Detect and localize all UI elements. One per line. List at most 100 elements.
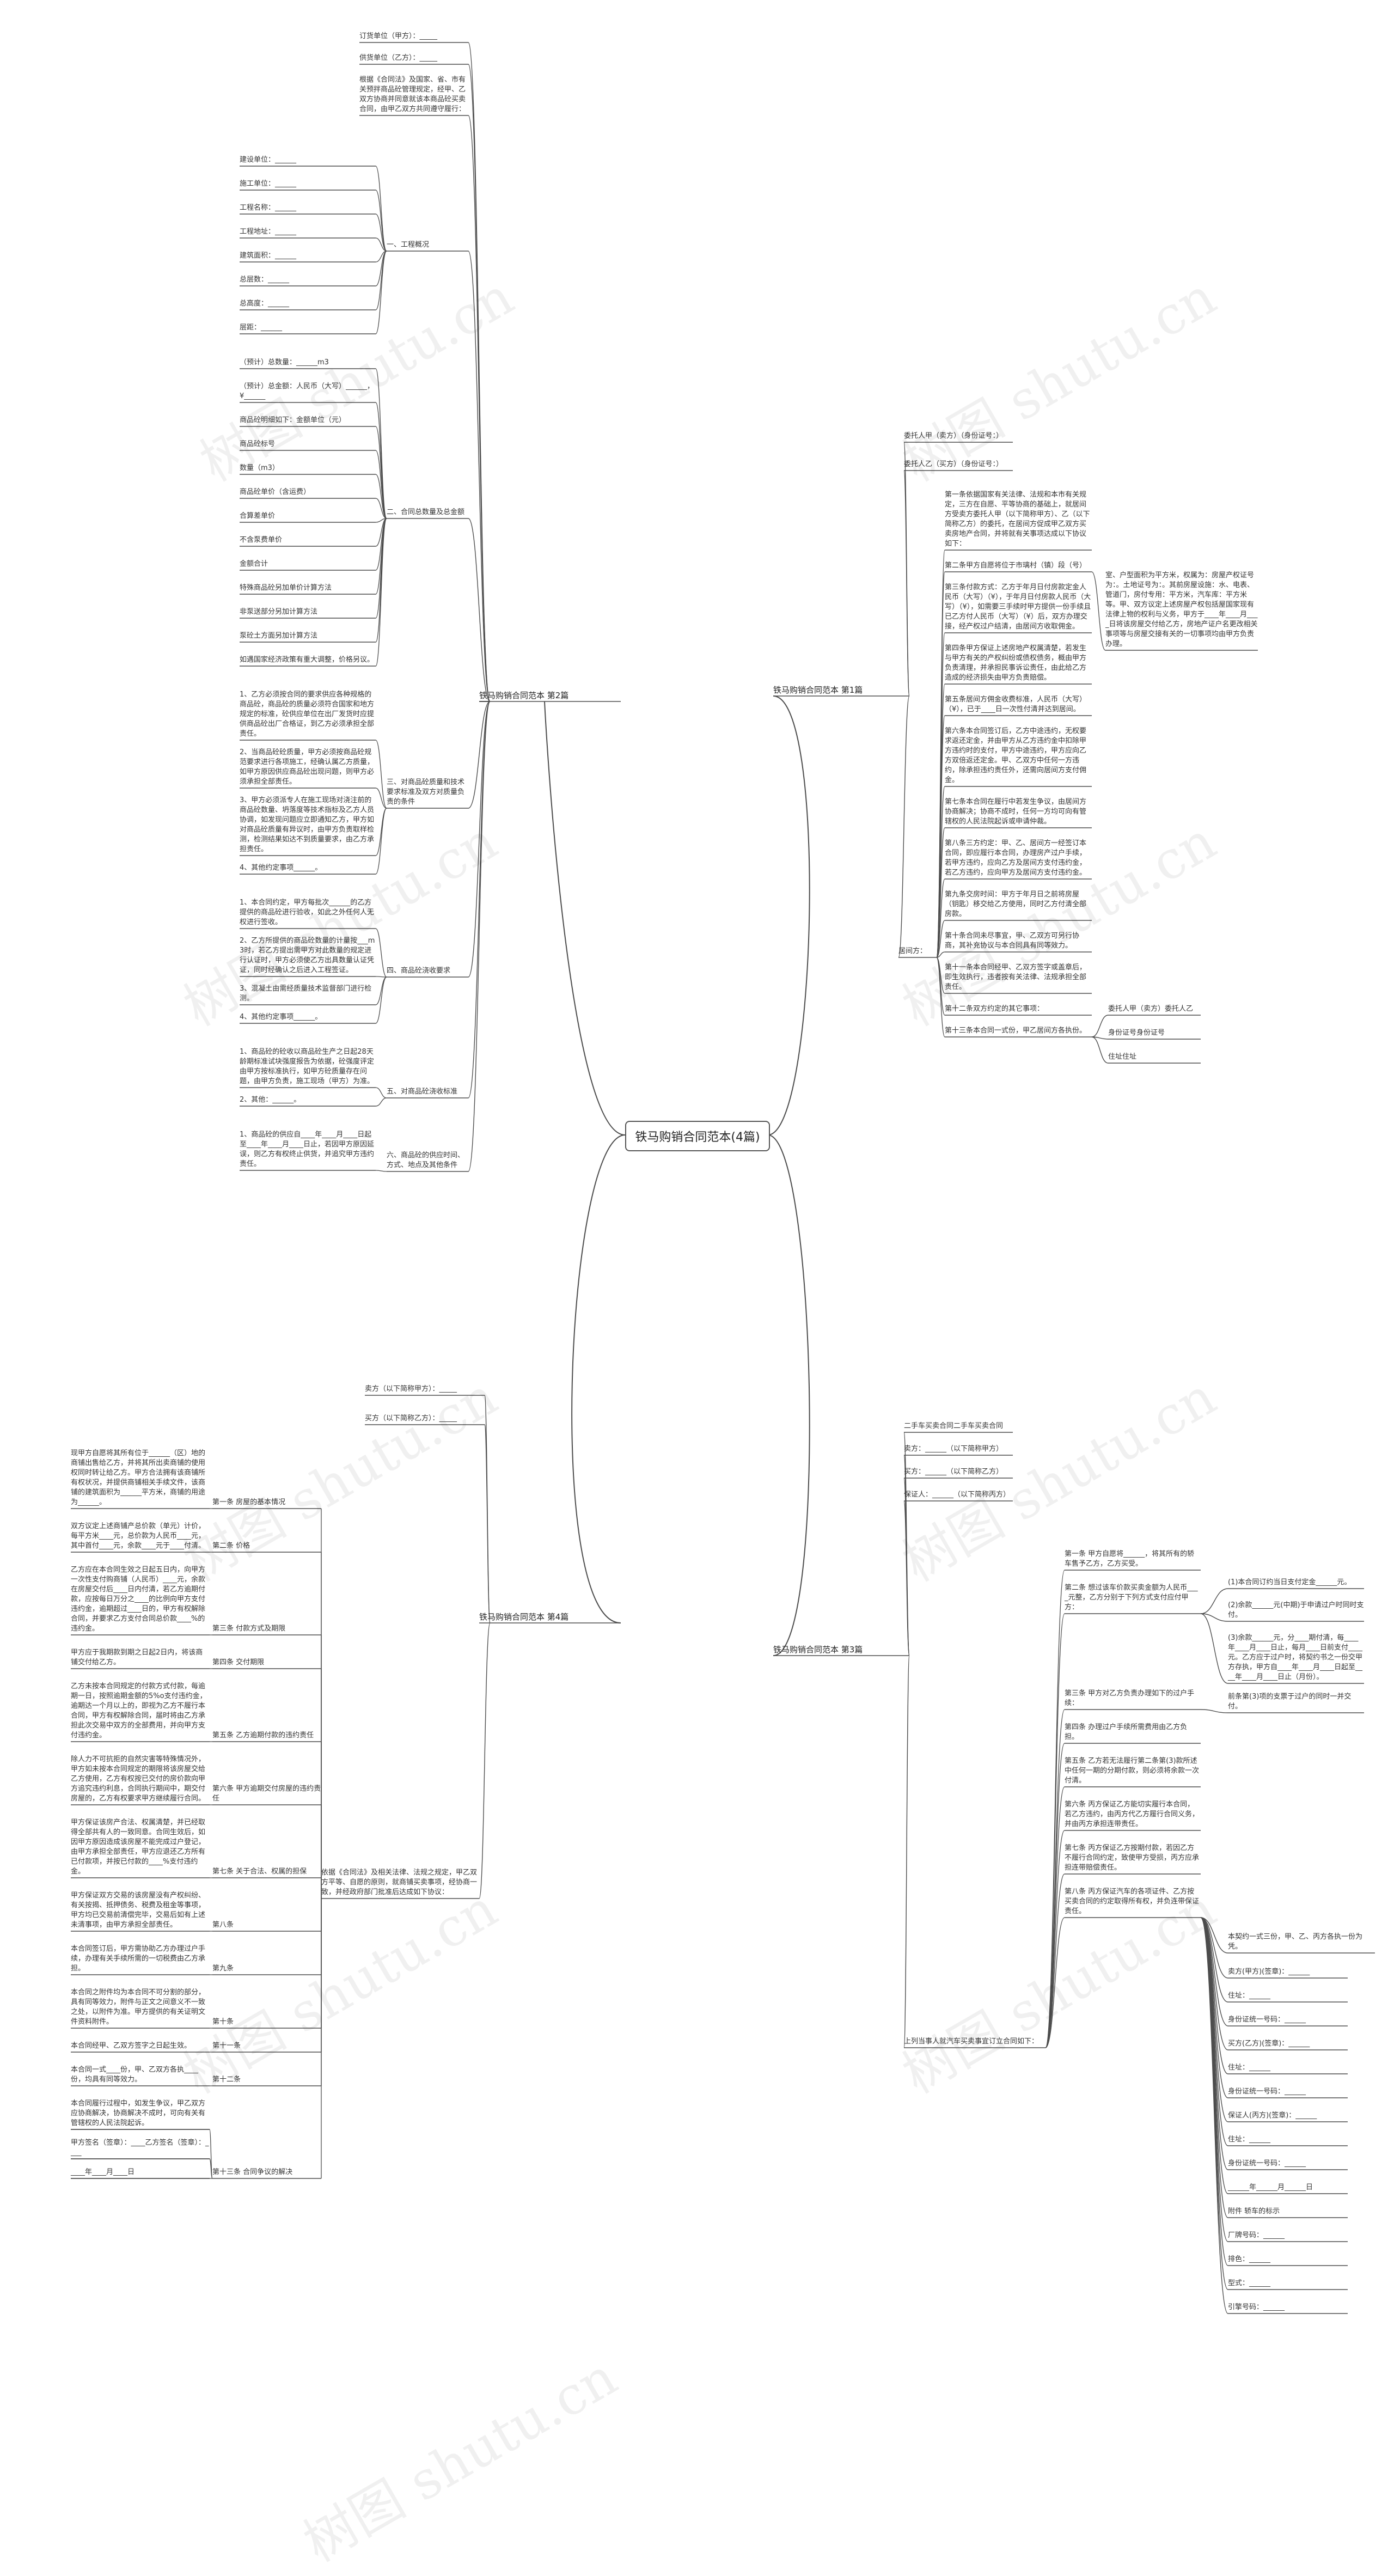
branch-node-3[interactable]: 铁马购销合同范本 第3篇 bbox=[773, 1645, 863, 1655]
signature-item[interactable]: 排色：______ bbox=[1228, 2255, 1271, 2263]
article-text[interactable]: 现甲方自愿将其所有位于______（区）地的商铺出售给乙方，并将其所出卖商铺的使… bbox=[71, 1449, 206, 1506]
signature-item[interactable]: 卖方(甲方)(签章)：______ bbox=[1228, 1968, 1310, 1976]
section-acceptance[interactable]: 四、商品砼浇收要求 bbox=[387, 967, 451, 975]
article-item[interactable]: 第三条 甲方对乙方负责办理如下的过户手续： bbox=[1065, 1689, 1195, 1707]
clause-item[interactable]: 第九条交房时间：甲方于年月日之前将房屋（钥匙）移交给乙方使用，同时乙方付清全部房… bbox=[945, 890, 1087, 918]
section-item[interactable]: 合算差单价 bbox=[240, 512, 276, 520]
section-item[interactable]: 总高度：______ bbox=[240, 300, 290, 308]
clause-item[interactable]: 第十一条本合同经甲、乙双方签字或盖章后，即生效执行，违者按有关法律、法规承担全部… bbox=[945, 963, 1087, 991]
clause-detail[interactable]: 室、户型面积为平方米，权属为：房屋产权证号为：。土地证号为：。其前房屋设施：水、… bbox=[1105, 571, 1258, 648]
signature-item[interactable]: 住址住址 bbox=[1108, 1053, 1137, 1061]
article-text[interactable]: 乙方应在本合同生效之日起五日内，向甲方一次性支付购商铺（人民币）____元，余款… bbox=[71, 1566, 206, 1633]
clause-item[interactable]: 第十三条本合同一式份，甲乙居间方各执份。 bbox=[945, 1027, 1087, 1035]
article-item[interactable]: 第一条 甲方自愿将______，将其所有的轿车售予乙方，乙方买受。 bbox=[1065, 1550, 1195, 1568]
section-item[interactable]: 2、乙方所提供的商品砼数量的计量按___m3时，若乙方提出需甲方对此数量的规定进… bbox=[240, 937, 375, 974]
branch-node-1[interactable]: 铁马购销合同范本 第1篇 bbox=[773, 685, 863, 695]
section-item[interactable]: 工程地址：______ bbox=[240, 228, 297, 236]
section-item[interactable]: 2、其他：______。 bbox=[240, 1096, 301, 1104]
article-label[interactable]: 第一条 房屋的基本情况 bbox=[212, 1498, 286, 1506]
article-item[interactable]: 本合同履行过程中，如发生争议，甲乙双方应协商解决，协商解决不成时，可向有关有管辖… bbox=[71, 2099, 206, 2127]
article-item[interactable]: 第八条 丙方保证汽车的各项证件、乙方按买卖合同的约定取得所有权，并负连带保证责任… bbox=[1065, 1888, 1200, 1915]
signature-intro[interactable]: 本契约一式三份，甲、乙、丙方各执一份为凭。 bbox=[1228, 1933, 1363, 1951]
section-quantity[interactable]: 二、合同总数量及总金额 bbox=[387, 508, 465, 516]
section-item[interactable]: 1、本合同约定，甲方每批次______的乙方提供的商品砼进行验收，如此之外任何人… bbox=[240, 899, 375, 926]
article-text[interactable]: 双方议定上述商铺产总价款（单元）计价，每平方米____元，总价款为人民币____… bbox=[71, 1522, 206, 1550]
section-item[interactable]: 总层数：______ bbox=[240, 276, 290, 284]
signature-item[interactable]: 身份证统一号码：______ bbox=[1228, 2016, 1306, 2024]
signature-item[interactable]: 身份证号身份证号 bbox=[1108, 1029, 1165, 1037]
section-item[interactable]: 3、甲方必须派专人在施工现场对浇注前的商品砼数量、坍落度等技术指标及乙方人员协调… bbox=[240, 796, 375, 853]
section-item[interactable]: 商品砼标号 bbox=[240, 440, 276, 448]
article-label[interactable]: 第十条 bbox=[212, 2018, 234, 2026]
article-item[interactable]: 甲方签名（签章）：____乙方签名（签章）：____ bbox=[71, 2139, 209, 2157]
header-item[interactable]: 供货单位（乙方）：_____ bbox=[359, 54, 438, 62]
intermediary-hub[interactable]: 居间方： bbox=[898, 947, 927, 955]
header-item[interactable]: 二手车买卖合同二手车买卖合同 bbox=[904, 1422, 1004, 1430]
section-item[interactable]: 商品砼明细如下：金额单位（元） bbox=[240, 416, 346, 424]
hub-clause[interactable]: 依据《合同法》及相关法律、法规之规定，甲乙双方平等、自愿的原则，就商铺买卖事项，… bbox=[321, 1869, 478, 1896]
payment-item[interactable]: (2)余款______元(中期)于申请过户时同时支付。 bbox=[1228, 1601, 1364, 1619]
party-item[interactable]: 委托人乙（买方）（身份证号：） bbox=[904, 460, 1004, 468]
section-item[interactable]: 如遇国家经济政策有重大调整，价格另议。 bbox=[240, 656, 375, 664]
agreement-hub[interactable]: 上列当事人就汽车买卖事宜订立合同如下： bbox=[904, 2037, 1039, 2046]
signature-item[interactable]: 引擎号码：______ bbox=[1228, 2303, 1285, 2311]
section-item[interactable]: 1、乙方必须按合同的要求供应各种规格的商品砼，商品砼的质量必须符合国家和地方规定… bbox=[240, 691, 375, 738]
section-item[interactable]: 建筑面积：______ bbox=[240, 252, 297, 260]
article-text[interactable]: 甲方应于我期款到期之日起2日内，将该商铺交付给乙方。 bbox=[71, 1649, 203, 1667]
section-item[interactable]: 2、当商品砼砼质量，甲方必须按商品砼规范要求进行各项施工，经确认属乙方质量，如甲… bbox=[240, 748, 375, 786]
article-text[interactable]: 甲方保证双方交易的该房屋没有产权纠纷、有关按揭、抵押债务、税费及租金等事项，甲方… bbox=[71, 1891, 206, 1929]
article-label[interactable]: 第七条 关于合法、权属的担保 bbox=[212, 1867, 307, 1876]
article-item[interactable]: 第四条 办理过户手续所需费用由乙方负担。 bbox=[1065, 1723, 1188, 1741]
clause-item[interactable]: 第七条本合同在履行中若发生争议，由居间方协商解决；协商不成时，任何一方均可向有管… bbox=[945, 798, 1087, 826]
signature-item[interactable]: 买方(乙方)(签章)：______ bbox=[1228, 2040, 1310, 2048]
article-item[interactable]: 第二条 想过该车价款买卖金额为人民币____元整，乙方分别于下列方式支付应付甲方… bbox=[1065, 1584, 1198, 1611]
article-text[interactable]: 本合同之附件均为本合同不可分割的部分，具有同等效力，附件与正文之间意义不一致之处… bbox=[71, 1988, 206, 2026]
article-label[interactable]: 第九条 bbox=[212, 1964, 234, 1973]
article-label[interactable]: 第五条 乙方逾期付款的违约责任 bbox=[212, 1731, 314, 1739]
section-item[interactable]: （预计）总数量：______m3 bbox=[240, 358, 329, 367]
section-quality[interactable]: 三、对商品砼质量和技术要求标准及双方对质量负责的条件 bbox=[387, 778, 465, 806]
signature-item[interactable]: 身份证统一号码：______ bbox=[1228, 2159, 1306, 2168]
clause-item[interactable]: 第五条居间方佣金收费标准，人民币（大写）（¥），已于____日一次性付清并达到居… bbox=[945, 695, 1087, 713]
header-item[interactable]: 卖方（以下简称甲方）：_____ bbox=[365, 1385, 457, 1393]
header-item[interactable]: 根据《合同法》及国家、省、市有关预拌商品砼管理规定，经甲、乙双方协商并同意就该本… bbox=[359, 76, 466, 113]
signature-item[interactable]: 厂牌号码：______ bbox=[1228, 2231, 1285, 2239]
section-item[interactable]: 不含泵费单价 bbox=[240, 536, 283, 544]
clause-item[interactable]: 第三条付款方式：乙方于年月日付房款定金人民币（大写）（¥），于年月日付房款人民币… bbox=[945, 583, 1091, 631]
section-item[interactable]: 4、其他约定事项______。 bbox=[240, 864, 322, 872]
section-item[interactable]: 3、混凝土由需经质量技术监督部门进行检测。 bbox=[240, 985, 372, 1003]
article-item[interactable]: 第七条 丙方保证乙方按期付款，若因乙方不履行合同约定，致使甲方受损，丙方应承担连… bbox=[1065, 1844, 1200, 1872]
root-node[interactable]: 铁马购销合同范本(4篇) bbox=[625, 1121, 770, 1151]
signature-item[interactable]: 附件 轿车的标示 bbox=[1228, 2207, 1280, 2215]
section-item[interactable]: （预计）总金额：人民币（大写）______，¥______ bbox=[240, 382, 375, 400]
payment-item[interactable]: (3)余款______元，分____期付清，每____年____月____日止，… bbox=[1228, 1634, 1363, 1681]
clause-item[interactable]: 第四条甲方保证上述房地产权属清楚，若发生与甲方有关的产权纠纷或债权债务，概由甲方… bbox=[945, 644, 1087, 682]
article-text[interactable]: 本合同经甲、乙双方签字之日起生效。 bbox=[71, 2042, 192, 2050]
signature-item[interactable]: 住址：______ bbox=[1228, 2135, 1271, 2144]
section-item[interactable]: 层距：______ bbox=[240, 323, 283, 332]
article-item[interactable]: 第六条 丙方保证乙方能切实履行本合同，若乙方违约，由丙方代乙方履行合同义务，并由… bbox=[1065, 1800, 1200, 1828]
header-item[interactable]: 买方（以下简称乙方）：_____ bbox=[365, 1414, 457, 1423]
header-item[interactable]: 订货单位（甲方）：_____ bbox=[359, 32, 438, 40]
signature-item[interactable]: 住址：______ bbox=[1228, 2064, 1271, 2072]
signature-item[interactable]: ______年______月______日 bbox=[1228, 2183, 1313, 2192]
article-label[interactable]: 第十二条 bbox=[212, 2076, 241, 2084]
article-text[interactable]: 乙方未按本合同规定的付款方式付款，每逾期一日，按照逾期金额的5%o支付违约金，逾… bbox=[71, 1682, 207, 1739]
branch-node-4[interactable]: 铁马购销合同范本 第4篇 bbox=[479, 1612, 569, 1622]
clause-item[interactable]: 第二条甲方自愿将位于市璃村（镇）段（号） bbox=[945, 561, 1087, 570]
signature-item[interactable]: 保证人(丙方)(签章)：______ bbox=[1228, 2111, 1317, 2120]
clause-item[interactable]: 第十二条双方约定的其它事项： bbox=[945, 1005, 1044, 1013]
section-standard[interactable]: 五、对商品砼浇收标准 bbox=[387, 1088, 458, 1096]
section-item[interactable]: 数量（m3） bbox=[240, 464, 279, 472]
payment-item[interactable]: (1)本合同订约当日支付定金______元。 bbox=[1228, 1578, 1352, 1586]
clause-item[interactable]: 第六条本合同签订后，乙方中途违约，无权要求返还定金，并由甲方从乙方违约金中扣除甲… bbox=[945, 727, 1087, 784]
section-item[interactable]: 泵砼土方面另加计算方法 bbox=[240, 632, 318, 640]
article-label[interactable]: 第四条 交付期限 bbox=[212, 1658, 265, 1667]
header-item[interactable]: 保证人：______（以下简称丙方） bbox=[904, 1491, 1011, 1499]
article-text[interactable]: 本合同签订后，甲方需协助乙方办理过户手续，办理有关手续所需的一切税费由乙方承担。 bbox=[71, 1945, 206, 1973]
section-item[interactable]: 1、商品砼的供应自____年____月____日起至____年____月____… bbox=[240, 1131, 375, 1168]
party-item[interactable]: 委托人甲（卖方）（身份证号：） bbox=[904, 432, 1004, 440]
section-engineering[interactable]: 一、工程概况 bbox=[387, 241, 430, 249]
article-label[interactable]: 第六条 甲方逾期交付房屋的违约责任 bbox=[212, 1785, 321, 1803]
article-text[interactable]: 甲方保证该房产合法、权属清楚，并已经取得全部共有人的一致同意。合同生效后，如因甲… bbox=[71, 1818, 206, 1876]
